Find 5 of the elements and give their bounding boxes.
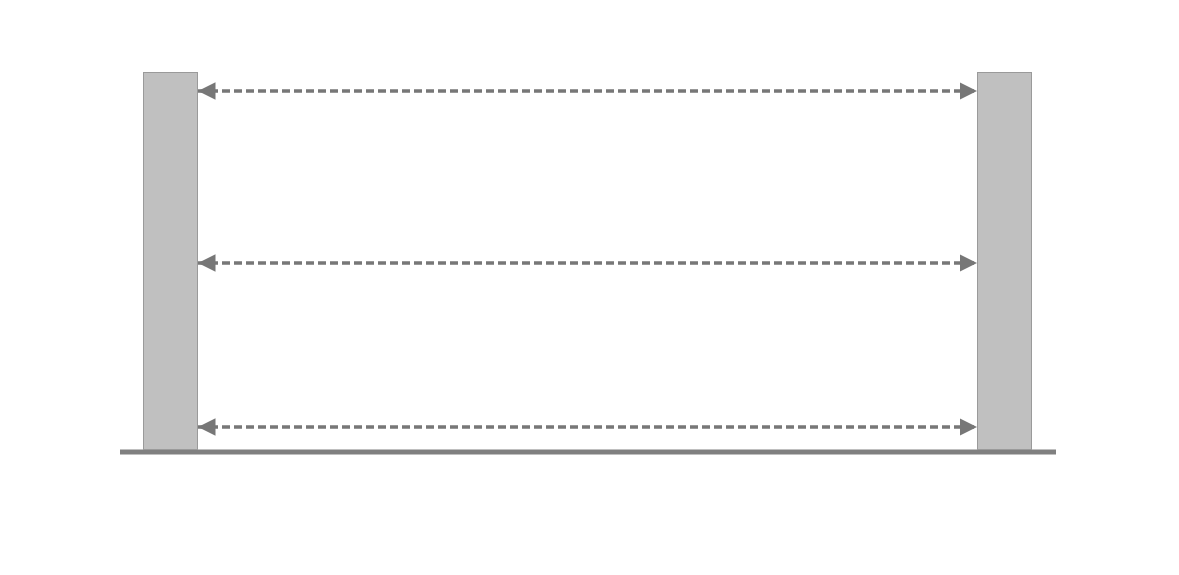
dashed-arrow [198,254,977,272]
post [143,72,198,450]
dashed-arrow [198,418,977,436]
post [977,72,1032,450]
dashed-arrow [198,82,977,100]
